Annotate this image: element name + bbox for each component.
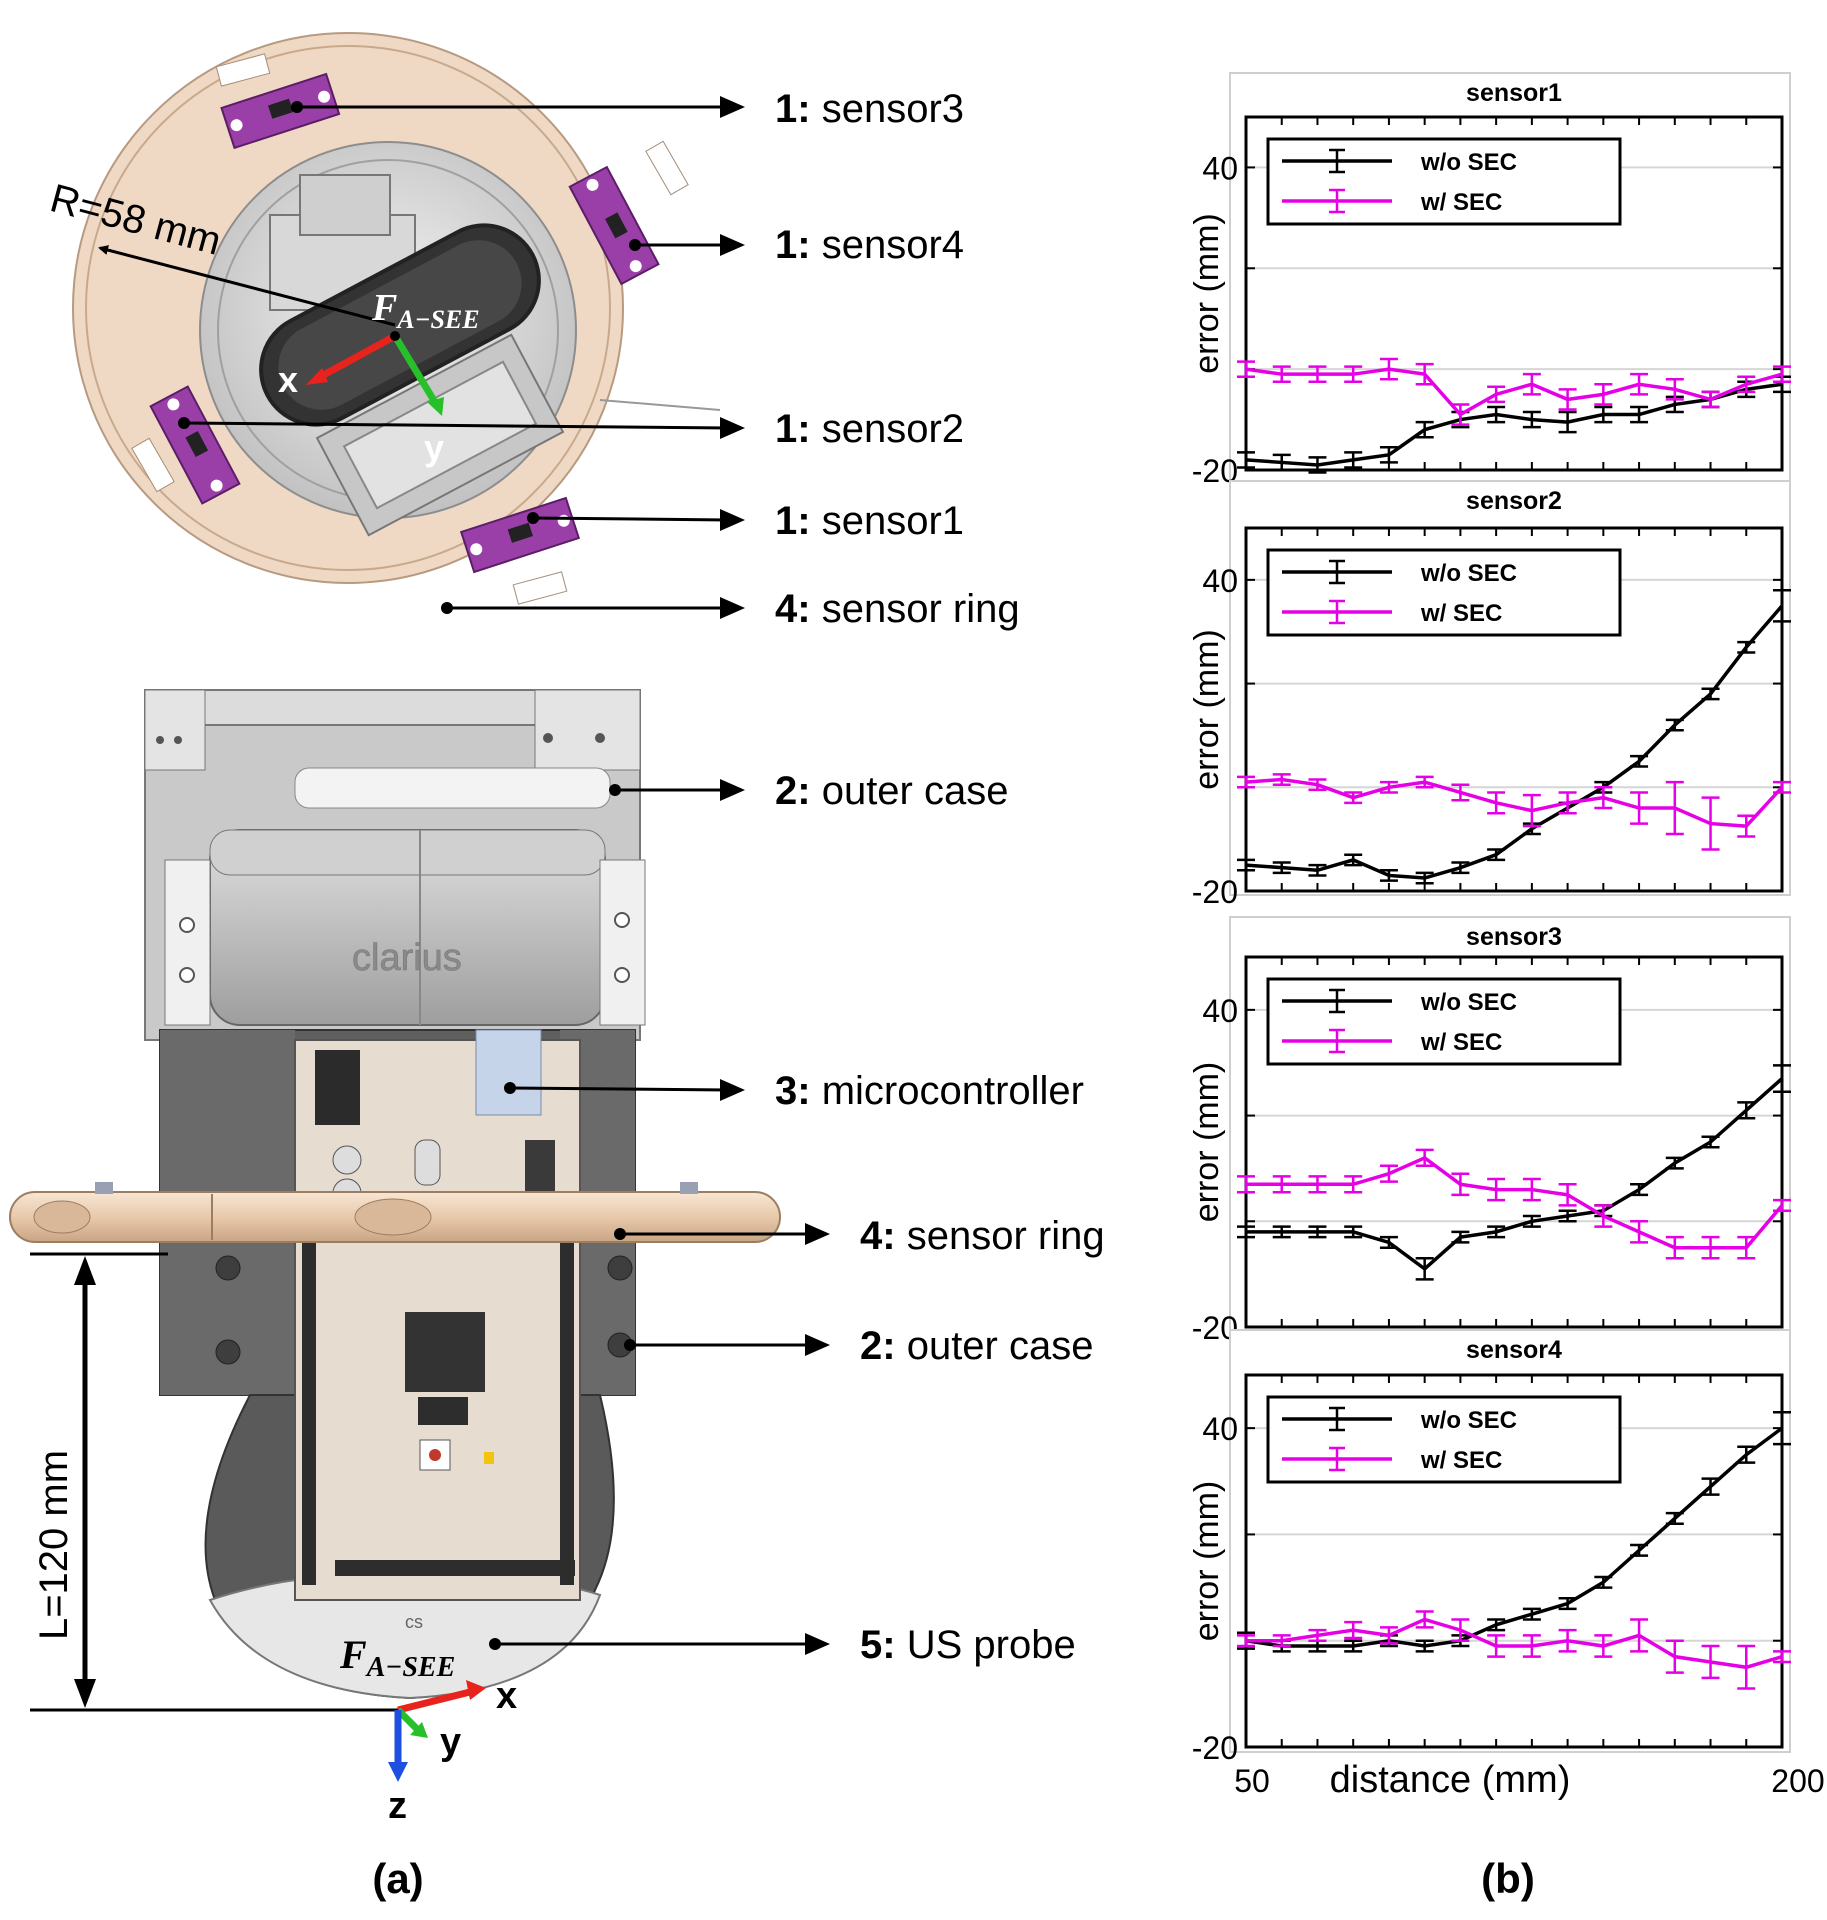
chart-title: sensor4 xyxy=(1466,1336,1562,1364)
svg-text:3: microcontroller: 3: microcontroller xyxy=(775,1069,1084,1113)
series-with-sec xyxy=(1237,773,1791,851)
svg-text:1: sensor4: 1: sensor4 xyxy=(775,223,964,267)
legend-box xyxy=(1266,137,1622,226)
usb-connector xyxy=(475,1029,542,1116)
legend-label: w/o SEC xyxy=(1420,1407,1517,1434)
legend-label: w/o SEC xyxy=(1420,560,1517,587)
plot-border xyxy=(1244,955,1784,1329)
y-tick-label: 40 xyxy=(1202,1411,1238,1447)
plot-border xyxy=(1244,115,1784,472)
callout-sensor3: 1: sensor3 xyxy=(291,87,964,131)
legend: w/o SEC w/ SEC xyxy=(1266,548,1622,637)
top-y-axis-label: y xyxy=(424,427,444,468)
y-tick-label: -20 xyxy=(1192,874,1238,910)
svg-text:5: US probe: 5: US probe xyxy=(860,1623,1076,1667)
callout-sensor-ring-top: 4: sensor ring xyxy=(441,587,1020,631)
side-frame-label: FA−SEE xyxy=(339,1632,455,1683)
callout-sensor-ring-side: 4: sensor ring xyxy=(614,1214,1105,1258)
callout-outer-case-upper: 2: outer case xyxy=(609,769,1008,813)
y-axis-label: error (mm) xyxy=(1188,629,1226,790)
callout-outer-case-lower: 2: outer case xyxy=(624,1324,1093,1368)
series-line xyxy=(1245,1426,1784,1648)
series-with-sec xyxy=(1237,357,1791,426)
side-x-axis-label: x xyxy=(496,1675,517,1717)
length-label: L=120 mm xyxy=(32,1450,76,1640)
callout-microcontroller: 3: microcontroller xyxy=(504,1069,1084,1113)
series-line xyxy=(1246,1617,1783,1670)
side-z-axis-label: z xyxy=(388,1785,407,1827)
callout-sensor2: 1: sensor2 xyxy=(178,407,964,451)
legend: w/o SEC w/ SEC xyxy=(1266,1395,1622,1484)
side-view: clarius cs xyxy=(9,689,781,1827)
chart-title: sensor2 xyxy=(1466,487,1562,515)
callout-us-probe: 5: US probe xyxy=(489,1623,1076,1667)
sensor4-board xyxy=(568,165,660,286)
series-line xyxy=(1246,1077,1784,1272)
legend: w/o SEC w/ SEC xyxy=(1266,137,1622,226)
sensor2-board xyxy=(149,385,241,505)
x-tick-last: 200 xyxy=(1771,1763,1824,1799)
plot-border xyxy=(1244,1373,1784,1749)
svg-text:1: sensor2: 1: sensor2 xyxy=(775,407,964,451)
series-line xyxy=(1245,367,1783,417)
y-tick-label: 40 xyxy=(1202,150,1238,186)
svg-text:2: outer case: 2: outer case xyxy=(775,769,1008,813)
callouts: 1: sensor3 1: sensor4 1: sensor2 1: sens… xyxy=(178,87,1105,1667)
series-line xyxy=(1245,382,1783,467)
x-tick-first: 50 xyxy=(1234,1763,1270,1799)
svg-text:2: outer case: 2: outer case xyxy=(860,1324,1093,1368)
svg-text:1: sensor1: 1: sensor1 xyxy=(775,499,964,543)
chart-title: sensor1 xyxy=(1466,79,1562,107)
legend-label: w/o SEC xyxy=(1420,149,1517,176)
series-without-sec xyxy=(1237,1064,1791,1281)
x-axis-label: distance (mm) xyxy=(1330,1759,1571,1801)
legend-box xyxy=(1266,977,1622,1066)
series-line xyxy=(1246,1155,1784,1250)
side-y-axis-label: y xyxy=(440,1721,461,1763)
svg-text:1: sensor3: 1: sensor3 xyxy=(775,87,964,131)
callout-sensor4: 1: sensor4 xyxy=(629,223,964,267)
svg-text:4: sensor ring: 4: sensor ring xyxy=(860,1214,1105,1258)
panel-label-b: (b) xyxy=(1481,1855,1535,1902)
legend-label: w/ SEC xyxy=(1420,1447,1502,1474)
top-x-axis-label: x xyxy=(278,359,298,400)
series-with-sec xyxy=(1237,1610,1791,1690)
legend-label: w/ SEC xyxy=(1420,600,1502,627)
radius-arrow xyxy=(98,245,396,327)
y-tick-label: 40 xyxy=(1202,563,1238,599)
series-line xyxy=(1245,777,1784,828)
top-frame-label: FA−SEE xyxy=(371,287,480,334)
legend-label: w/ SEC xyxy=(1420,189,1502,216)
legend-box xyxy=(1266,1395,1622,1484)
legend-box xyxy=(1266,548,1622,637)
y-tick-label: 40 xyxy=(1202,993,1238,1029)
legend: w/o SEC w/ SEC xyxy=(1266,977,1622,1066)
legend-label: w/ SEC xyxy=(1420,1029,1502,1056)
callout-sensor1: 1: sensor1 xyxy=(527,499,964,543)
plot-border xyxy=(1244,526,1784,893)
chart-title: sensor3 xyxy=(1466,923,1562,951)
brand-label: clarius xyxy=(352,937,462,979)
chart-sensor2: sensor2 40 -20 error (mm) w/o SEC w/ SEC xyxy=(1188,480,1791,910)
y-axis-label: error (mm) xyxy=(1188,1062,1226,1223)
chart-sensor4: sensor4 40 -20 error (mm) w/o SEC w/ SEC xyxy=(1188,1329,1791,1766)
y-axis-label: error (mm) xyxy=(1188,1481,1226,1642)
probe-mark: cs xyxy=(405,1612,423,1632)
panel-label-a: (a) xyxy=(372,1855,423,1902)
y-axis-label: error (mm) xyxy=(1188,213,1226,374)
legend-label: w/o SEC xyxy=(1420,989,1517,1016)
series-line xyxy=(1245,604,1784,880)
y-tick-label: -20 xyxy=(1192,1730,1238,1766)
svg-text:4: sensor ring: 4: sensor ring xyxy=(775,587,1020,631)
microcontroller-board xyxy=(294,1039,581,1601)
series-without-sec xyxy=(1237,1410,1791,1653)
series-with-sec xyxy=(1237,1148,1791,1260)
sensor3-board xyxy=(220,72,341,150)
